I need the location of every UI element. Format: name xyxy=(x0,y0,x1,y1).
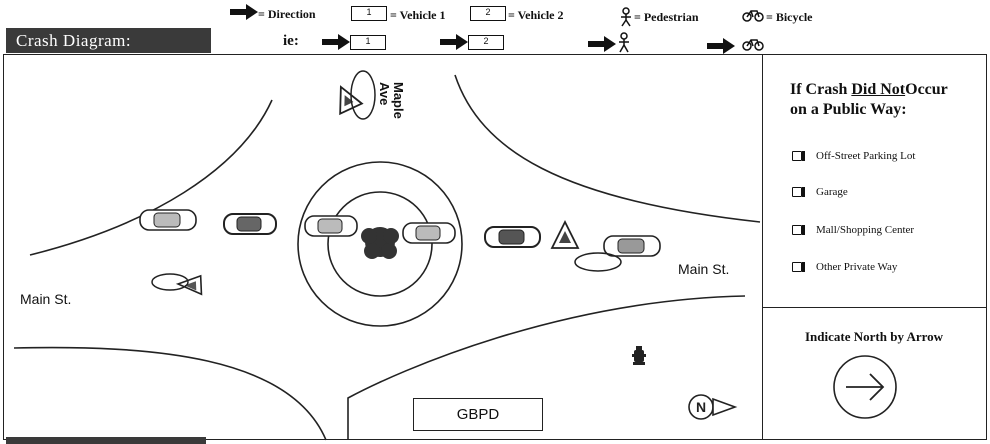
checkbox-mall-shopping-center[interactable] xyxy=(792,225,805,235)
car-roundabout-1-icon xyxy=(304,215,358,237)
legend-vehicle2-box: 2 xyxy=(470,6,506,21)
crash-diagram-drawing: N xyxy=(13,70,761,441)
car-left-1-icon xyxy=(139,209,197,231)
ie-arrow-4-icon xyxy=(707,38,735,54)
legend-vehicle1-box: 1 xyxy=(351,6,387,21)
ie-pedestrian-icon xyxy=(619,32,629,53)
roundabout-inner-ring xyxy=(327,191,433,297)
car-right-2-icon xyxy=(603,235,661,257)
road-edge-lower-left xyxy=(13,346,327,441)
side-panel-divider xyxy=(762,307,987,308)
gbpd-badge: GBPD xyxy=(413,398,543,431)
road-edge-upper-left xyxy=(29,99,273,256)
yield-sign-left-icon xyxy=(175,274,203,296)
option-label: Off-Street Parking Lot xyxy=(816,150,916,162)
option-label: Mall/Shopping Center xyxy=(816,224,915,236)
oval-marker-left xyxy=(151,273,189,291)
option-mall-shopping-center[interactable]: Mall/Shopping Center xyxy=(792,224,914,236)
title-suffix: Occur xyxy=(905,81,948,98)
legend-vehicle2-label: = Vehicle 2 xyxy=(508,8,564,22)
ie-vehicle1-box: 1 xyxy=(350,35,386,50)
street-label-main-st-right: Main St. xyxy=(678,261,730,277)
legend-vehicle1-label: = Vehicle 1 xyxy=(390,8,446,22)
option-off-street-parking[interactable]: Off-Street Parking Lot xyxy=(792,150,915,162)
title-line2: on a Public Way: xyxy=(790,101,907,118)
ie-arrow-3-icon xyxy=(588,36,616,52)
center-tree-icon xyxy=(361,227,399,259)
option-label: Other Private Way xyxy=(816,261,898,273)
checkbox-garage[interactable] xyxy=(792,187,805,197)
direction-arrow-icon xyxy=(230,4,258,20)
roundabout-outer-ring xyxy=(297,161,463,327)
ie-vehicle2-box: 2 xyxy=(468,35,504,50)
crash-diagram-header: Crash Diagram: xyxy=(6,28,211,53)
yield-sign-right-icon xyxy=(550,219,580,249)
north-arrow-input-icon[interactable] xyxy=(832,354,898,420)
fire-hydrant-icon xyxy=(632,346,646,365)
title-prefix: If Crash xyxy=(790,81,848,98)
ie-label: ie: xyxy=(283,33,299,49)
ie-arrow-2-icon xyxy=(440,34,468,50)
option-garage[interactable]: Garage xyxy=(792,186,848,198)
legend-bicycle-label: = Bicycle xyxy=(766,10,813,24)
north-compass-marker-icon: N xyxy=(688,394,738,420)
road-edge-upper-right xyxy=(454,74,761,223)
ie-arrow-1-icon xyxy=(322,34,350,50)
title-emphasis: Did Not xyxy=(851,81,906,98)
option-label: Garage xyxy=(816,186,848,198)
option-other-private-way[interactable]: Other Private Way xyxy=(792,261,897,273)
road-edge-lower-right xyxy=(347,295,746,440)
svg-text:N: N xyxy=(696,399,706,415)
oval-marker-right xyxy=(574,252,622,272)
car-left-2-icon xyxy=(223,213,277,235)
street-label-main-st-left: Main St. xyxy=(20,291,72,307)
street-label-maple-ave: Maple Ave xyxy=(377,82,406,119)
ie-bicycle-icon xyxy=(742,39,764,51)
diagram-frame xyxy=(3,54,987,440)
car-right-1-icon xyxy=(484,226,541,248)
legend-direction-label: = Direction xyxy=(258,7,316,21)
car-roundabout-2-icon xyxy=(402,222,456,244)
checkbox-other-private-way[interactable] xyxy=(792,262,805,272)
north-arrow-label: Indicate North by Arrow xyxy=(805,329,944,344)
private-way-title: If Crash Did NotOccur on a Public Way: xyxy=(790,80,948,120)
checkbox-off-street-parking[interactable] xyxy=(792,151,805,161)
bicycle-icon xyxy=(742,10,764,22)
side-panel xyxy=(762,54,987,440)
yield-sign-top-icon xyxy=(339,85,364,116)
pedestrian-icon xyxy=(621,7,631,27)
bottom-section-tab xyxy=(6,437,206,444)
oval-marker-top xyxy=(350,70,376,120)
legend-pedestrian-label: = Pedestrian xyxy=(634,10,699,24)
